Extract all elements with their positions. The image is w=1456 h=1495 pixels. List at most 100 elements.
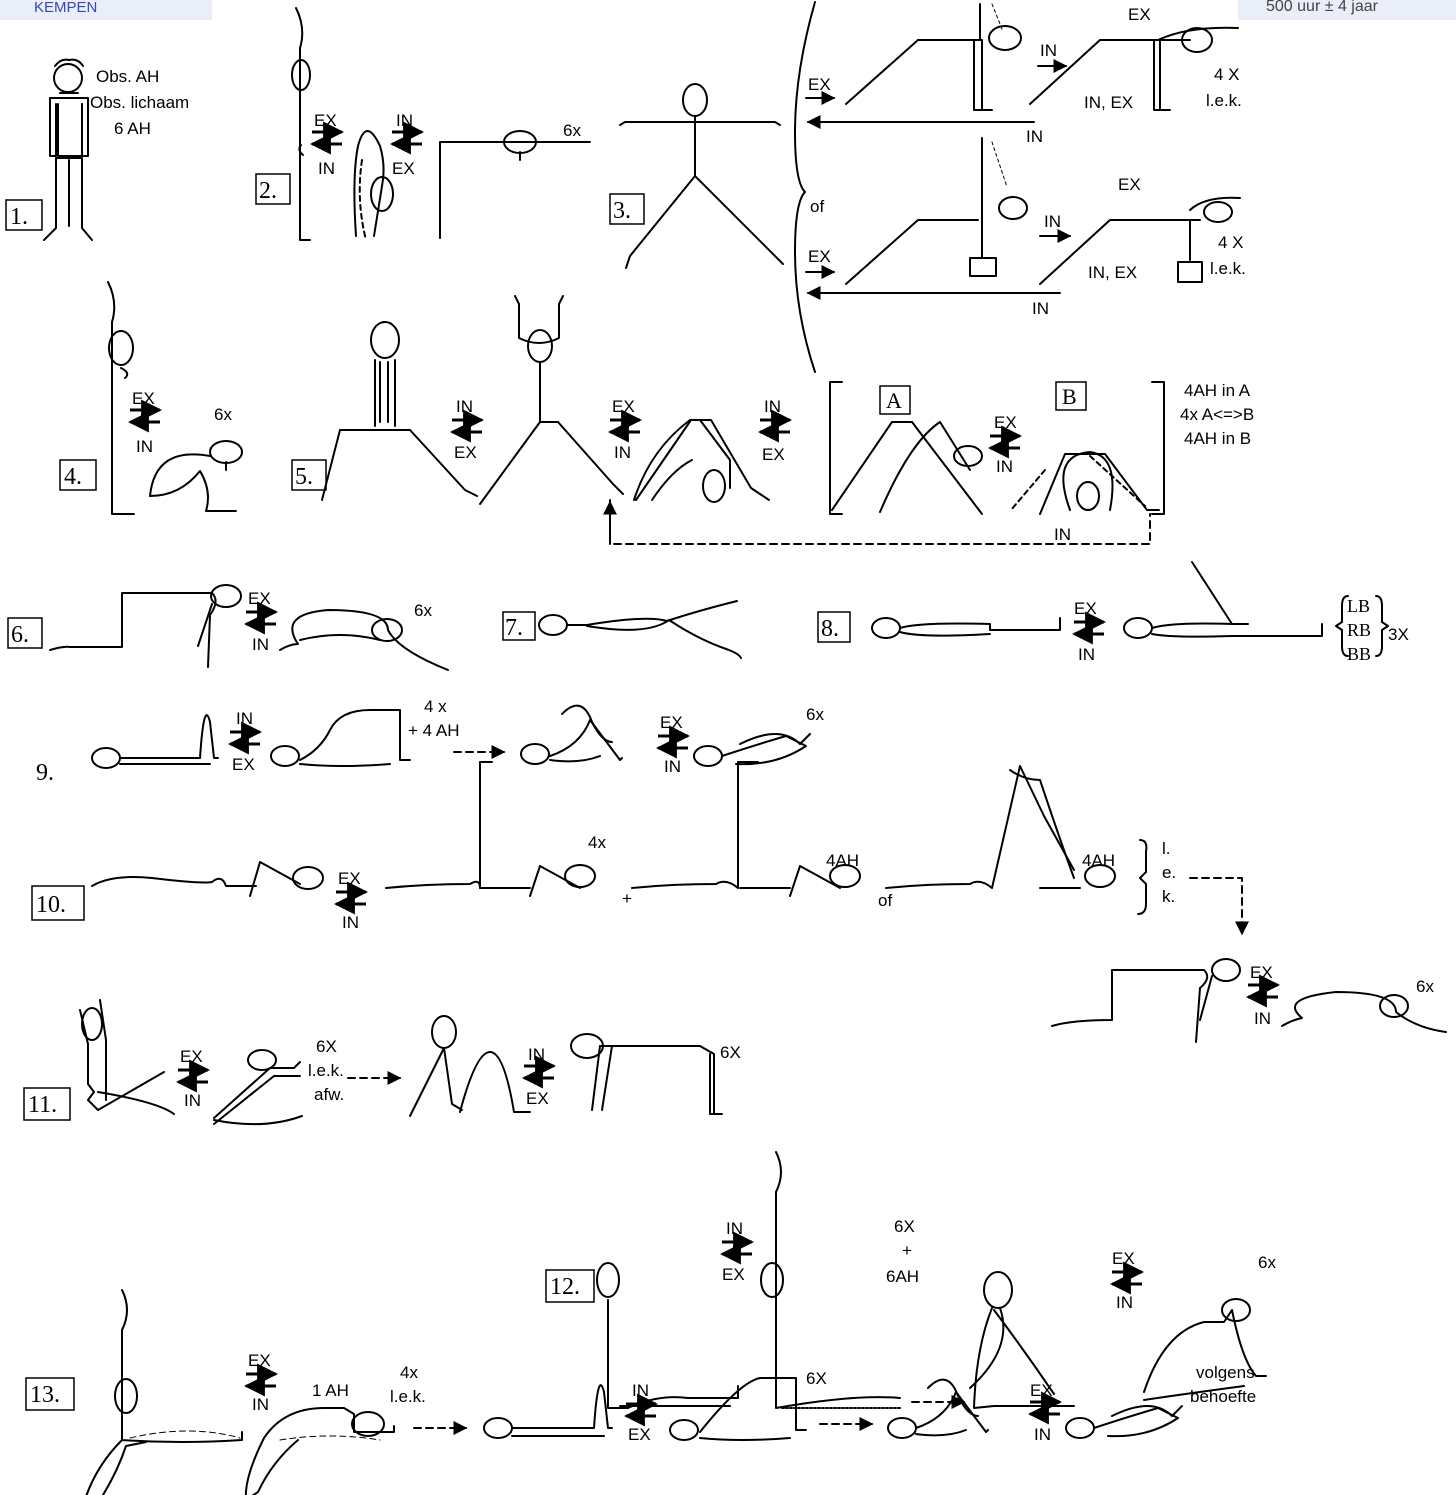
label-8-lb: LB	[1347, 596, 1370, 616]
bracket-8-right	[1376, 596, 1388, 656]
figure-3-twist-bottom	[846, 138, 1240, 284]
label-11-6x: 6X	[316, 1037, 337, 1056]
label-6-in: IN	[252, 635, 269, 654]
figure-2-standing	[292, 8, 310, 240]
label-2-ex: EX	[314, 111, 337, 130]
label-11-ex-b: EX	[526, 1089, 549, 1108]
figure-2-forward-bend	[354, 131, 393, 240]
label-obs-ah: Obs. AH	[96, 67, 159, 86]
step-number-4: 4.	[64, 464, 82, 490]
label-12-6ah: 6AH	[886, 1267, 919, 1286]
figure-11-legs-up	[80, 1000, 174, 1114]
label-9-in-b: IN	[664, 757, 681, 776]
label-11-6x-b: 6X	[720, 1043, 741, 1062]
arrow-10-down	[1190, 878, 1242, 934]
label-obs-lichaam: Obs. lichaam	[90, 93, 189, 112]
exin-arrow-13a	[246, 1374, 276, 1386]
exin-arrow-11a	[178, 1070, 208, 1082]
label-5-in-c: IN	[764, 397, 781, 416]
label-10b-in: IN	[1254, 1009, 1271, 1028]
label-4-6x: 6x	[214, 405, 232, 424]
label-12-6x-b: 6x	[1258, 1253, 1276, 1272]
label-2-in-b: IN	[396, 111, 413, 130]
figure-10-leg-up-2	[632, 762, 860, 896]
label-5-in-a: IN	[456, 397, 473, 416]
label-8-ex: EX	[1074, 599, 1097, 618]
label-10-plus: +	[622, 889, 632, 908]
label-4-ex: EX	[132, 389, 155, 408]
label-13-lek: l.e.k.	[390, 1387, 426, 1406]
figure-5-fold	[634, 420, 769, 502]
exin-arrow-2a	[312, 132, 342, 144]
figure-9-knees	[521, 706, 622, 764]
figure-13-knees	[888, 1380, 988, 1438]
label-11-lek: l.e.k.	[308, 1061, 344, 1080]
label-11-in-b: IN	[528, 1045, 545, 1064]
label-5-ex-b: EX	[612, 397, 635, 416]
exin-arrow-10	[336, 892, 366, 904]
label-10-in: IN	[342, 913, 359, 932]
label-13-behoefte: behoefte	[1190, 1387, 1256, 1406]
label-13-in: IN	[252, 1395, 269, 1414]
figure-6-table	[50, 585, 241, 667]
figure-11-walk	[410, 1016, 530, 1116]
label-2-ex-b: EX	[392, 159, 415, 178]
label-6-6x: 6x	[414, 601, 432, 620]
label-6-ex: EX	[248, 589, 271, 608]
label-10-4x: 4x	[588, 833, 606, 852]
label-8-3x: 3X	[1388, 625, 1409, 644]
figure-5-sitting	[322, 322, 477, 500]
label-8-rb: RB	[1347, 620, 1371, 640]
figure-10-lift	[886, 766, 1115, 888]
label-13-6x: 6X	[806, 1369, 827, 1388]
label-3-in-return-bottom: IN	[1032, 299, 1049, 318]
label-11-afw: afw.	[314, 1085, 344, 1104]
label-13-ex-b: EX	[628, 1425, 651, 1444]
label-13-ex-c: EX	[1030, 1381, 1053, 1400]
label-10-4ah-a: 4AH	[826, 851, 859, 870]
label-12-ex: EX	[722, 1265, 745, 1284]
figure-9-lying-knee	[92, 715, 218, 768]
label-8-in: IN	[1078, 645, 1095, 664]
figure-10b-table	[1052, 959, 1240, 1042]
step-number-6: 6.	[11, 622, 29, 648]
label-13-in-c: IN	[1034, 1425, 1051, 1444]
figure-4-standing	[108, 282, 134, 514]
label-3-lek-top: l.e.k.	[1206, 91, 1242, 110]
figure-11-plow	[214, 1050, 302, 1124]
figure-2-table	[440, 131, 590, 238]
exin-arrow-13c	[1030, 1402, 1060, 1414]
label-3-in-top: IN	[1040, 41, 1057, 60]
exin-arrow-2b	[392, 132, 422, 144]
label-9-ex: EX	[232, 755, 255, 774]
label-3-ex-bottom: EX	[808, 247, 831, 266]
label-13-ex: EX	[248, 1351, 271, 1370]
label-2-6x: 6x	[563, 121, 581, 140]
label-10-k: k.	[1162, 887, 1175, 906]
figure-12-sitting-tall	[761, 1152, 902, 1408]
label-9-in: IN	[236, 709, 253, 728]
label-2-in: IN	[318, 159, 335, 178]
label-5-a: A	[886, 388, 902, 413]
figure-8-leg-raise	[1124, 562, 1322, 638]
label-5-in-b: IN	[614, 443, 631, 462]
label-3-lek-bottom: l.e.k.	[1210, 259, 1246, 278]
exin-arrow-11b	[524, 1066, 554, 1078]
figure-3-star	[620, 2, 815, 372]
label-10-ex: EX	[338, 869, 361, 888]
label-10b-6x: 6x	[1416, 977, 1434, 996]
label-3-in-bottom: IN	[1044, 212, 1061, 231]
label-3-ex-top-right: EX	[1128, 5, 1151, 24]
step-number-13: 13.	[30, 1382, 60, 1408]
figure-4-squat	[150, 441, 242, 511]
figure-11-table	[571, 1034, 722, 1114]
label-12-6x: 6X	[894, 1217, 915, 1236]
label-12-in-b: IN	[1116, 1293, 1133, 1312]
label-13-1ah: 1 AH	[312, 1381, 349, 1400]
label-8-bb: BB	[1347, 644, 1371, 664]
step-number-1: 1.	[10, 204, 28, 230]
figure-12-forward	[970, 1272, 1074, 1408]
exin-arrow-12b	[1112, 1272, 1142, 1284]
step-number-7: 7.	[505, 615, 523, 641]
exin-arrow-6	[246, 612, 276, 624]
